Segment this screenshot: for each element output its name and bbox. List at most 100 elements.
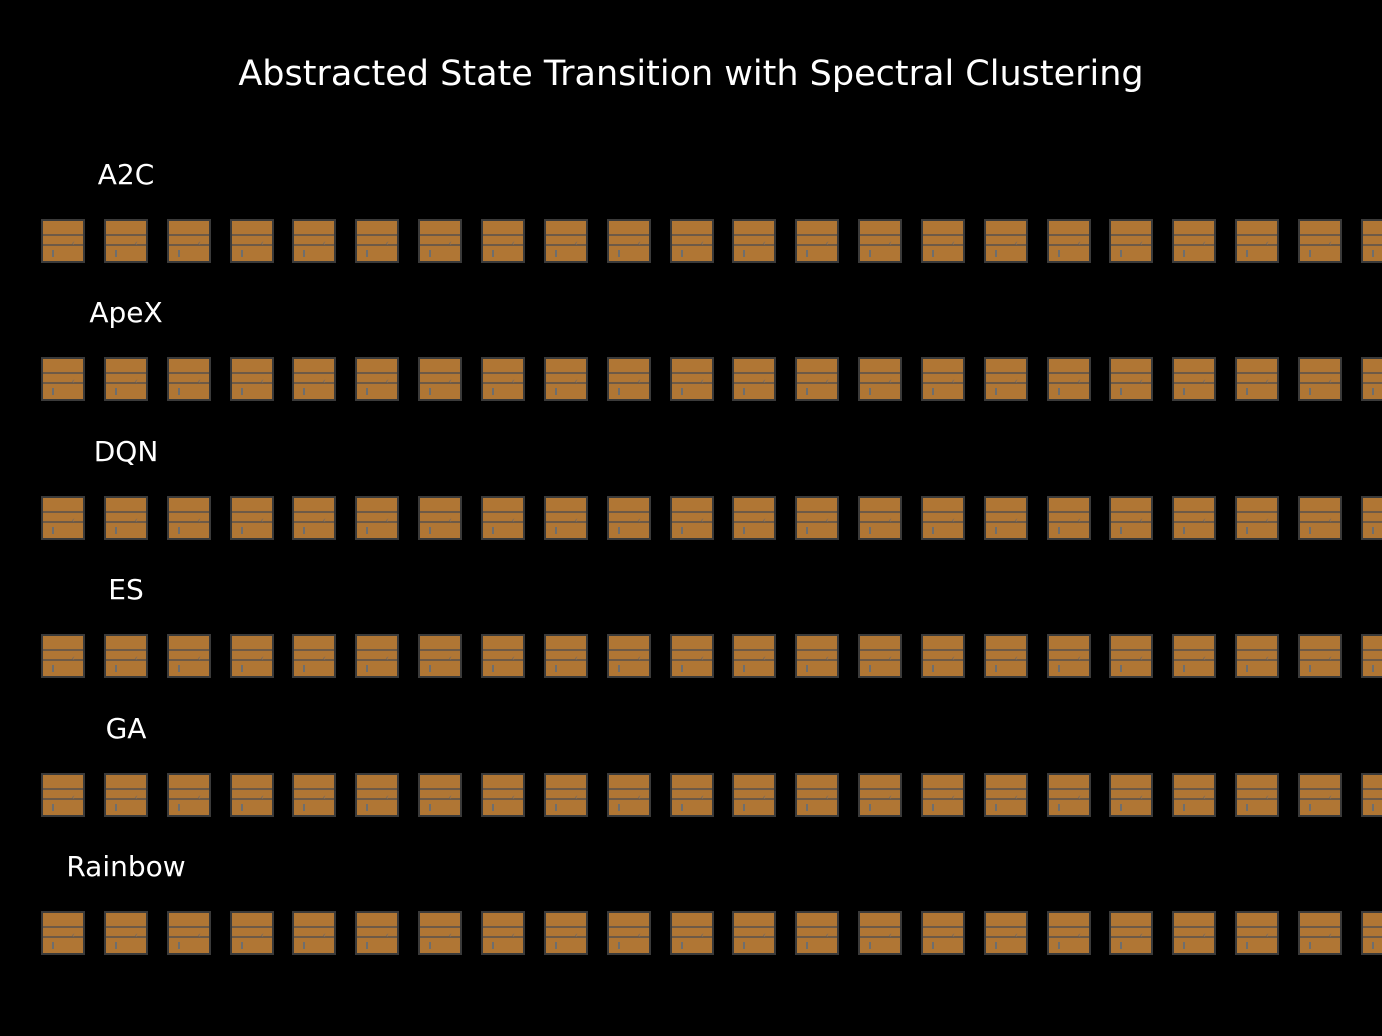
frame-band xyxy=(232,926,272,928)
enemy-sprite-icon: ‹ xyxy=(951,516,955,526)
enemy-sprite-icon: ‹ xyxy=(1014,377,1018,387)
frame-band xyxy=(797,372,837,374)
enemy-sprite-icon: ‹ xyxy=(1077,793,1081,803)
row-label-ga: GA xyxy=(105,712,147,745)
frame-band xyxy=(986,511,1026,513)
frame-band xyxy=(1300,244,1340,246)
agent-sprite-icon xyxy=(869,942,871,949)
frame-band xyxy=(546,798,586,800)
agent-sprite-icon xyxy=(1309,527,1311,534)
frame-band xyxy=(483,659,523,661)
frame-band xyxy=(169,382,209,384)
frame-band xyxy=(609,649,649,651)
frame-band xyxy=(734,788,774,790)
enemy-sprite-icon: ‹ xyxy=(1328,516,1332,526)
frame-band xyxy=(672,372,712,374)
frame-band xyxy=(860,798,900,800)
state-frame: ‹ xyxy=(41,496,85,540)
frame-band xyxy=(1300,511,1340,513)
frame-band xyxy=(420,649,460,651)
frame-band xyxy=(1237,788,1277,790)
agent-sprite-icon xyxy=(806,665,808,672)
frame-band xyxy=(43,234,83,236)
frame-band xyxy=(1363,521,1382,523)
frame-band xyxy=(1049,244,1089,246)
agent-sprite-icon xyxy=(366,527,368,534)
enemy-sprite-icon: ‹ xyxy=(448,793,452,803)
frame-band xyxy=(43,936,83,938)
state-frame: ‹ xyxy=(1109,496,1153,540)
agent-sprite-icon xyxy=(115,250,117,257)
agent-sprite-icon xyxy=(743,804,745,811)
frame-band xyxy=(169,511,209,513)
frame-band xyxy=(986,936,1026,938)
frame-band xyxy=(1300,382,1340,384)
enemy-sprite-icon: ‹ xyxy=(951,931,955,941)
enemy-sprite-icon: ‹ xyxy=(951,793,955,803)
frame-band xyxy=(1049,798,1089,800)
enemy-sprite-icon: ‹ xyxy=(1014,516,1018,526)
state-frame: ‹ xyxy=(607,911,651,955)
frame-band xyxy=(986,649,1026,651)
frame-band xyxy=(672,234,712,236)
state-frame: ‹ xyxy=(984,219,1028,263)
frame-band xyxy=(483,372,523,374)
agent-sprite-icon xyxy=(555,250,557,257)
enemy-sprite-icon: ‹ xyxy=(197,239,201,249)
frame-band xyxy=(546,382,586,384)
frame-band xyxy=(357,521,397,523)
state-frame: ‹ xyxy=(41,634,85,678)
enemy-sprite-icon: ‹ xyxy=(1077,931,1081,941)
frame-band xyxy=(1111,521,1151,523)
frame-band xyxy=(734,798,774,800)
enemy-sprite-icon: ‹ xyxy=(322,377,326,387)
frame-band xyxy=(734,649,774,651)
enemy-sprite-icon: ‹ xyxy=(511,239,515,249)
frame-band xyxy=(923,521,963,523)
frame-band xyxy=(43,926,83,928)
enemy-sprite-icon: ‹ xyxy=(1014,931,1018,941)
enemy-sprite-icon: ‹ xyxy=(260,377,264,387)
enemy-sprite-icon: ‹ xyxy=(888,793,892,803)
agent-sprite-icon xyxy=(429,388,431,395)
state-frame: ‹ xyxy=(1109,634,1153,678)
agent-sprite-icon xyxy=(806,250,808,257)
enemy-sprite-icon: ‹ xyxy=(1139,793,1143,803)
state-frame: ‹ xyxy=(104,773,148,817)
agent-sprite-icon xyxy=(995,388,997,395)
enemy-sprite-icon: ‹ xyxy=(260,654,264,664)
enemy-sprite-icon: ‹ xyxy=(448,377,452,387)
frame-band xyxy=(672,521,712,523)
frame-band xyxy=(1174,936,1214,938)
enemy-sprite-icon: ‹ xyxy=(71,516,75,526)
enemy-sprite-icon: ‹ xyxy=(951,377,955,387)
agent-sprite-icon xyxy=(869,250,871,257)
state-frame: ‹ xyxy=(1298,219,1342,263)
frame-band xyxy=(672,936,712,938)
frame-band xyxy=(1174,372,1214,374)
agent-sprite-icon xyxy=(618,250,620,257)
frame-band xyxy=(294,511,334,513)
state-frame: ‹ xyxy=(732,496,776,540)
state-frame: ‹ xyxy=(732,911,776,955)
agent-sprite-icon xyxy=(492,527,494,534)
frame-band xyxy=(43,521,83,523)
state-frame: ‹ xyxy=(418,496,462,540)
agent-sprite-icon xyxy=(1246,942,1248,949)
frame-band xyxy=(986,926,1026,928)
frame-band xyxy=(169,926,209,928)
frame-band xyxy=(294,798,334,800)
frame-band xyxy=(609,244,649,246)
frame-band xyxy=(1111,372,1151,374)
frame-band xyxy=(1363,511,1382,513)
frame-band xyxy=(797,936,837,938)
agent-sprite-icon xyxy=(52,527,54,534)
state-frame: ‹ xyxy=(670,634,714,678)
state-frame: ‹ xyxy=(858,773,902,817)
agent-sprite-icon xyxy=(1120,527,1122,534)
enemy-sprite-icon: ‹ xyxy=(762,654,766,664)
enemy-sprite-icon: ‹ xyxy=(825,377,829,387)
frame-band xyxy=(483,649,523,651)
frame-band xyxy=(797,659,837,661)
frame-band xyxy=(1174,521,1214,523)
